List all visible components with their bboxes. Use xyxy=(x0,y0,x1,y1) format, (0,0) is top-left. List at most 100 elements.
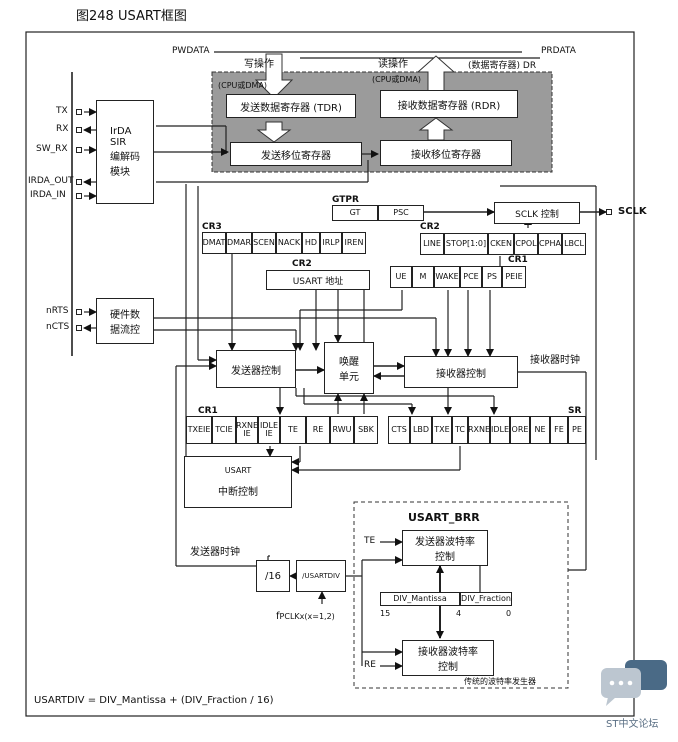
pin-tx-label: TX xyxy=(56,106,68,116)
hw-flow-control-block: 硬件数 据流控 xyxy=(96,298,154,344)
bit-0-label: 0 xyxy=(506,609,512,618)
usartdiv-block: /USARTDIV xyxy=(296,560,346,592)
cr1-m: M xyxy=(412,266,434,288)
cpu-dma-left-label: (CPU或DMA) xyxy=(218,81,268,90)
cr2-stop: STOP[1:0] xyxy=(444,233,488,255)
rx-baud-control-label: 接收器波特率 控制 xyxy=(418,647,478,673)
rx-shift-register: 接收移位寄存器 xyxy=(380,140,512,166)
sr-pe: PE xyxy=(568,416,586,444)
data-register-label: (数据寄存器) DR xyxy=(468,61,537,71)
cr3-iren: IREN xyxy=(342,232,366,254)
gtpr-psc: PSC xyxy=(378,205,424,221)
write-op-label: 写操作 xyxy=(244,59,274,70)
cr2-label: CR2 xyxy=(420,222,440,232)
cr2-line: LINE xyxy=(420,233,444,255)
pin-rx-label: RX xyxy=(56,124,69,134)
rdr-label: 接收数据寄存器 (RDR) xyxy=(397,100,501,112)
cr1-ps: PS xyxy=(482,266,502,288)
gtpr-register: GT PSC xyxy=(332,205,424,221)
pin-rx xyxy=(76,127,82,133)
cr1-wake: WAKE xyxy=(434,266,460,288)
div-mantissa-field: DIV_Mantissa xyxy=(380,592,460,606)
cr1-re: RE xyxy=(306,416,330,444)
wakeup-unit-label: 唤醒 单元 xyxy=(339,357,359,383)
rdr-block: 接收数据寄存器 (RDR) xyxy=(380,90,518,118)
cr1-peie: PEIE xyxy=(502,266,526,288)
usartdiv-formula: USARTDIV = DIV_Mantissa + (DIV_Fraction … xyxy=(34,695,274,706)
pin-irda-out-label: IRDA_OUT xyxy=(28,176,74,186)
rx-clock-label: 接收器时钟 xyxy=(530,355,580,366)
sr-ne: NE xyxy=(530,416,550,444)
cr1-ue: UE xyxy=(390,266,412,288)
sr-idle: IDLE xyxy=(490,416,510,444)
interrupt-control-block: USART 中断控制 xyxy=(184,456,292,508)
cr2-cpol: CPOL xyxy=(514,233,538,255)
cr1-bottom-label: CR1 xyxy=(198,406,218,416)
cr2-address-label: CR2 xyxy=(292,259,312,269)
tx-shift-register: 发送移位寄存器 xyxy=(230,142,362,166)
cr1-txeie: TXEIE xyxy=(186,416,212,444)
cr3-scen: SCEN xyxy=(252,232,276,254)
te-label: TE xyxy=(364,536,376,546)
cr3-hd: HD xyxy=(302,232,320,254)
tx-baud-control-block: 发送器波特率 控制 xyxy=(402,530,488,566)
pin-sclk xyxy=(606,209,612,215)
sr-lbd: LBD xyxy=(410,416,432,444)
sr-cts: CTS xyxy=(388,416,410,444)
cr2-cpha: CPHA xyxy=(538,233,562,255)
cr3-register: DMAT DMAR SCEN NACK HD IRLP IREN xyxy=(202,232,366,254)
tx-clock-label: 发送器时钟 xyxy=(190,547,240,558)
wakeup-unit-block: 唤醒 单元 xyxy=(324,342,374,394)
rx-baud-control-block: 接收器波特率 控制 xyxy=(402,640,494,676)
cr3-label: CR3 xyxy=(202,222,222,232)
interrupt-control-label: 中断控制 xyxy=(218,487,258,498)
cr3-nack: NACK xyxy=(276,232,302,254)
cr2-lbcl: LBCL xyxy=(562,233,586,255)
sr-ore: ORE xyxy=(510,416,530,444)
tdr-label: 发送数据寄存器 (TDR) xyxy=(240,102,342,114)
watermark-text: ST中文论坛 xyxy=(606,719,659,730)
pin-sclk-label: SCLK xyxy=(618,206,647,217)
cpu-dma-right-label: (CPU或DMA) xyxy=(372,75,422,84)
figure-title: 图248 USART框图 xyxy=(76,9,187,24)
cr1-pce: PCE xyxy=(460,266,482,288)
usartdiv-label: /USARTDIV xyxy=(302,572,340,580)
tdr-block: 发送数据寄存器 (TDR) xyxy=(226,94,356,118)
cr1-idleie: IDLE IE xyxy=(258,416,280,444)
pin-irda-in xyxy=(76,193,82,199)
pin-sw-rx xyxy=(76,147,82,153)
sclk-control-block: SCLK 控制 xyxy=(494,202,580,224)
sr-label: SR xyxy=(568,406,582,416)
sr-txe: TXE xyxy=(432,416,452,444)
baud-generator-label: 传统的波特率发生器 xyxy=(464,677,536,686)
sr-fe: FE xyxy=(550,416,568,444)
cr1-rwu: RWU xyxy=(330,416,354,444)
pin-sw-rx-label: SW_RX xyxy=(36,144,68,154)
cr1-top-label: CR1 xyxy=(508,255,528,265)
cr1-bottom-register: TXEIE TCIE RXNE IE IDLE IE TE RE RWU SBK xyxy=(186,416,378,444)
cr2-cken: CKEN xyxy=(488,233,514,255)
sclk-control-label: SCLK 控制 xyxy=(515,209,559,220)
gtpr-gt: GT xyxy=(332,205,378,221)
bit-4-label: 4 xyxy=(456,609,462,618)
re-label: RE xyxy=(364,660,376,670)
rx-control-block: 接收器控制 xyxy=(404,356,518,388)
div-fraction-field: DIV_Fraction xyxy=(460,592,512,606)
fpclk-subscript: PCLKx(x=1,2) xyxy=(279,612,335,621)
cr1-te: TE xyxy=(280,416,306,444)
tx-control-label: 发送器控制 xyxy=(231,365,281,377)
pin-nrts-label: nRTS xyxy=(46,306,69,316)
pin-ncts-label: nCTS xyxy=(46,322,70,332)
div16-block: /16 xyxy=(256,560,290,592)
cr3-irlp: IRLP xyxy=(320,232,342,254)
cr1-top-register: UE M WAKE PCE PS PEIE xyxy=(390,266,526,288)
pin-ncts xyxy=(76,325,82,331)
rx-shift-label: 接收移位寄存器 xyxy=(411,149,481,161)
hw-flow-control-label: 硬件数 据流控 xyxy=(110,310,140,336)
div16-label: /16 xyxy=(264,570,282,582)
usart-brr-label: USART_BRR xyxy=(408,511,480,524)
sr-tc: TC xyxy=(452,416,468,444)
cr3-dmat: DMAT xyxy=(202,232,226,254)
interrupt-control-title: USART xyxy=(224,466,252,475)
